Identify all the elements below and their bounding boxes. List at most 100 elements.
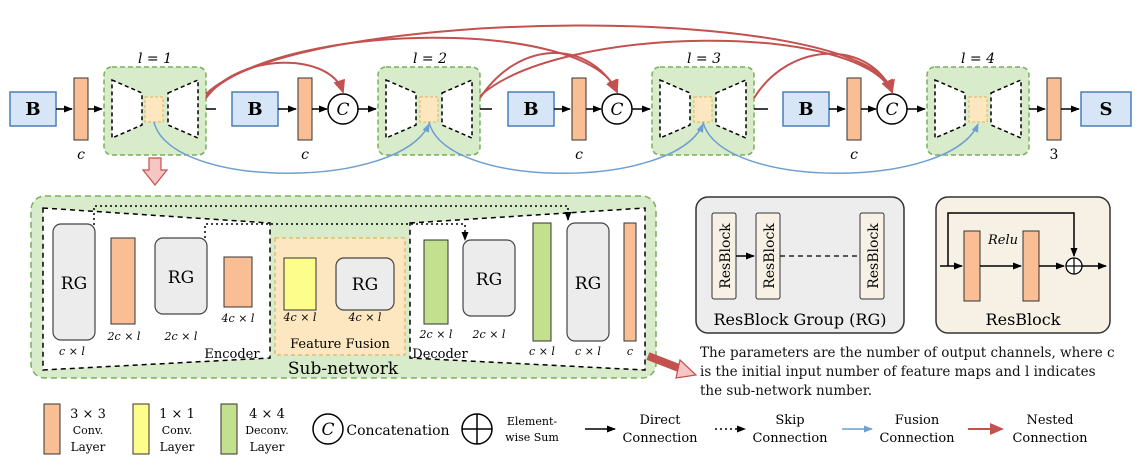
legend-deconv-swatch: [220, 403, 238, 455]
dim-conv2: 4c × l: [221, 312, 255, 325]
fusion-connection-arrow: [428, 121, 704, 174]
resblock-conv-2: [1022, 230, 1040, 302]
input-b-label-3: B: [523, 99, 538, 120]
legend-conv3-line3: Layer: [71, 440, 106, 454]
encoder-label: Encoder: [204, 347, 260, 362]
legend-direct-line1: Direct: [640, 413, 682, 428]
resblock-title: ResBlock: [986, 310, 1061, 329]
legend-sum-line1: Element-: [507, 415, 558, 428]
parameter-note: The parameters are the number of output …: [700, 345, 1115, 399]
legend-fusion-line1: Fusion: [895, 413, 940, 428]
input-b-box-2: [231, 91, 279, 127]
input-b-box-3: [507, 91, 555, 127]
input-b-box-1: [9, 91, 57, 127]
decoder-trapezoid: [715, 78, 747, 140]
input-b-label-1: B: [25, 99, 40, 120]
rg-block-1: [52, 223, 96, 341]
nested-connection-arrow: [205, 24, 895, 95]
resblock-mini-3: [859, 212, 885, 300]
rg-block-2: [154, 237, 208, 315]
conv-layer-2: [297, 77, 313, 141]
legend-fusion-line2: Connection: [879, 431, 955, 446]
conv-layer-enc-2: [223, 256, 253, 308]
concat-symbol-2: C: [336, 100, 349, 120]
dim-rg1: c × l: [59, 345, 85, 358]
resblock-mini-label-2: ResBlock: [762, 223, 778, 289]
resblock-group-panel: [695, 196, 905, 334]
relu-label: Relu: [987, 233, 1018, 248]
legend-deconv-line3: Layer: [250, 440, 285, 454]
fusion-connection-arrow: [153, 121, 430, 174]
fusion-mini: [693, 96, 713, 123]
input-b-box-4: [782, 91, 830, 127]
legend-conv1-swatch: [132, 403, 150, 455]
legend-conv1-line2: Conv.: [162, 424, 193, 437]
output-s-label: S: [1100, 99, 1113, 120]
channel-out-label: 3: [1050, 147, 1059, 163]
resblock-mini-label-3: ResBlock: [866, 223, 882, 289]
conv-layer-out: [1046, 77, 1062, 141]
subnetwork-title: Sub-network: [288, 359, 399, 379]
dim-rg3: 2c × l: [472, 328, 506, 341]
decoder-trapezoid: [441, 78, 473, 140]
decoder-trapezoid: [990, 78, 1022, 140]
legend-concat-icon: [312, 413, 344, 445]
rg-block-3: [462, 239, 516, 317]
conv-layer-1: [73, 77, 89, 141]
legend-nested-line1: Nested: [1027, 413, 1074, 428]
legend-deconv-line1: 4 × 4: [249, 407, 285, 422]
channel-c-4: c: [850, 147, 858, 163]
fusion-connection-arrow: [702, 121, 979, 174]
decoder-trapezoid: [167, 78, 199, 140]
stage-label-4: l = 4: [961, 51, 995, 67]
concat-symbol-3: C: [610, 100, 623, 120]
dim-deconv1: 2c × l: [419, 328, 453, 341]
legend-skip-line1: Skip: [775, 413, 804, 428]
expand-arrow-icon: [141, 157, 169, 186]
feature-fusion-label: Feature Fusion: [290, 337, 390, 352]
resblock-conv-1: [963, 230, 981, 302]
channel-c-2: c: [301, 147, 309, 163]
legend-conv1-line1: 1 × 1: [159, 407, 195, 422]
conv-layer-4: [846, 77, 862, 141]
conv-layer-3: [571, 77, 587, 141]
rg-label-1: RG: [61, 274, 87, 294]
rg-block-4: [566, 222, 610, 342]
residual-connection: [947, 212, 1078, 266]
rg-label-4: RG: [575, 274, 601, 294]
nested-connection-arrow: [753, 52, 893, 99]
dim-rg4: c × l: [575, 345, 601, 358]
fusion-mini: [144, 96, 164, 123]
resblock-mini-label-1: ResBlock: [718, 223, 734, 289]
stage-label-2: l = 2: [413, 51, 447, 67]
input-b-label-4: B: [798, 99, 813, 120]
legend-conv1-line3: Layer: [160, 440, 195, 454]
channel-c-1: c: [77, 147, 85, 163]
concat-symbol-4: C: [885, 100, 898, 120]
deconv-layer-1: [423, 239, 449, 325]
note-pointer-head: [675, 358, 698, 379]
rg-label-fusion: RG: [352, 275, 378, 295]
nested-connection-arrow: [479, 52, 618, 99]
resblock-group-title: ResBlock Group (RG): [714, 310, 887, 329]
dim-final-conv: c: [627, 345, 633, 358]
legend-direct-line2: Connection: [622, 431, 698, 446]
skip-connection-arrow: [204, 223, 469, 241]
fusion-mini: [968, 96, 988, 123]
conv1x1-layer: [283, 257, 317, 311]
encoder-trapezoid: [111, 78, 143, 140]
rg-label-2: RG: [168, 268, 194, 288]
legend-conv3-line1: 3 × 3: [70, 407, 106, 422]
decoder-label: Decoder: [412, 347, 468, 362]
dim-rg2: 2c × l: [164, 330, 198, 343]
dim-conv1: 2c × l: [107, 330, 141, 343]
legend-deconv-line2: Deconv.: [245, 424, 289, 437]
legend-sum-line2: wise Sum: [505, 431, 559, 444]
rg-label-3: RG: [476, 270, 502, 290]
dim-fusion-conv: 4c × l: [283, 311, 317, 324]
dim-deconv2: c × l: [529, 345, 555, 358]
legend-skip-line2: Connection: [752, 431, 828, 446]
input-b-label-2: B: [247, 99, 262, 120]
output-s-box: [1080, 91, 1132, 127]
